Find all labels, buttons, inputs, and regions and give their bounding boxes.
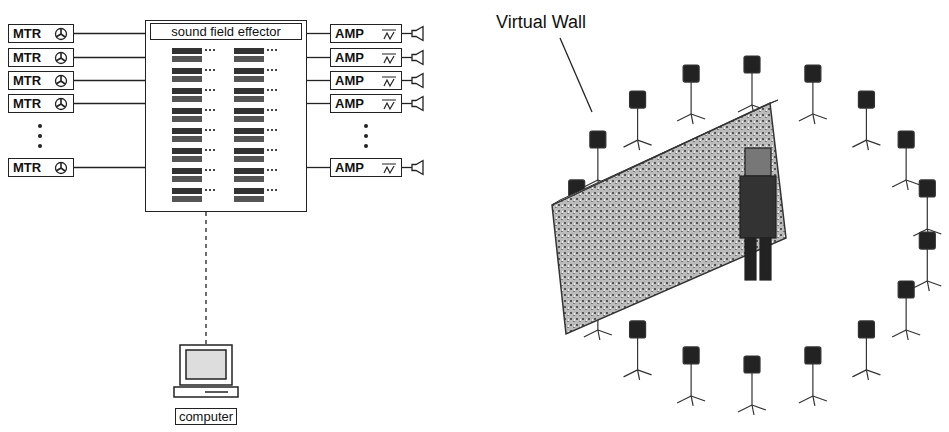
connector bbox=[307, 167, 330, 168]
effector-box: sound field effector bbox=[145, 20, 307, 212]
virtual-wall bbox=[552, 103, 786, 334]
connector bbox=[74, 80, 145, 81]
speaker-symbols bbox=[402, 27, 423, 175]
amp-icon bbox=[381, 51, 397, 65]
connector bbox=[307, 80, 330, 81]
amp-icon bbox=[381, 74, 397, 88]
node-label: computer bbox=[175, 408, 237, 425]
node-label: AMP bbox=[335, 160, 364, 175]
ellipsis-dots bbox=[38, 124, 368, 148]
mtr-box: MTR bbox=[8, 71, 74, 90]
mtr-box: MTR bbox=[8, 24, 74, 43]
effector-chips bbox=[172, 48, 277, 202]
connector bbox=[205, 212, 206, 345]
fan-icon bbox=[53, 74, 69, 88]
callout-label: Virtual Wall bbox=[496, 12, 586, 33]
amp-box: AMP bbox=[330, 158, 402, 177]
computer-box: computer bbox=[166, 345, 246, 425]
amp-icon bbox=[381, 161, 397, 175]
node-label: AMP bbox=[335, 73, 364, 88]
connector bbox=[307, 33, 330, 34]
mtr-box: MTR bbox=[8, 94, 74, 113]
fan-icon bbox=[53, 161, 69, 175]
listener-figure bbox=[740, 148, 776, 280]
node-label: sound field effector bbox=[150, 23, 302, 40]
node-label: AMP bbox=[335, 50, 364, 65]
connector bbox=[307, 57, 330, 58]
mtr-box: MTR bbox=[8, 158, 74, 177]
node-label: AMP bbox=[335, 96, 364, 111]
amp-icon bbox=[381, 97, 397, 111]
connector bbox=[74, 103, 145, 104]
node-label: MTR bbox=[13, 160, 41, 175]
node-label: MTR bbox=[13, 96, 41, 111]
mtr-box: MTR bbox=[8, 48, 74, 67]
node-label: MTR bbox=[13, 50, 41, 65]
amp-box: AMP bbox=[330, 48, 402, 67]
connector bbox=[74, 57, 145, 58]
fan-icon bbox=[53, 27, 69, 41]
fan-icon bbox=[53, 51, 69, 65]
connector bbox=[74, 33, 145, 34]
amp-icon bbox=[381, 27, 397, 41]
amp-box: AMP bbox=[330, 94, 402, 113]
amp-box: AMP bbox=[330, 24, 402, 43]
leader-line bbox=[560, 38, 592, 112]
connector bbox=[307, 103, 330, 104]
computer-icon bbox=[174, 345, 238, 397]
amp-box: AMP bbox=[330, 71, 402, 90]
node-label: MTR bbox=[13, 26, 41, 41]
node-label: MTR bbox=[13, 73, 41, 88]
connector bbox=[74, 167, 145, 168]
node-label: AMP bbox=[335, 26, 364, 41]
fan-icon bbox=[53, 97, 69, 111]
